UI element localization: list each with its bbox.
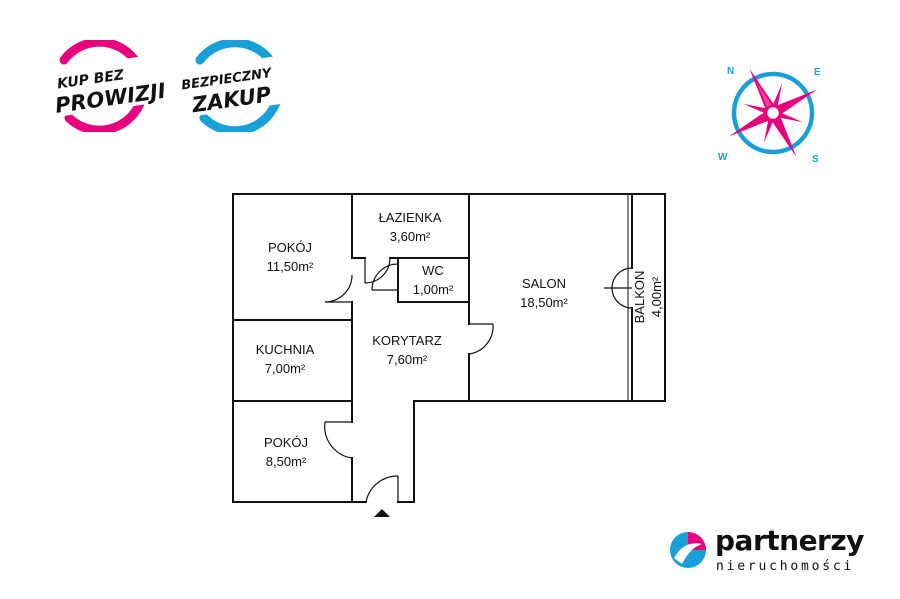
room-area-lazienka: 3,60m²: [390, 229, 431, 244]
compass-s-label: S: [812, 154, 819, 165]
room-label-lazienka: ŁAZIENKA: [379, 210, 442, 225]
room-label-wc: WC: [422, 263, 444, 278]
compass-w-label: W: [718, 152, 728, 163]
room-area-pokoj2: 8,50m²: [266, 454, 307, 469]
room-area-wc: 1,00m²: [413, 282, 454, 297]
compass-n-label: N: [727, 66, 734, 77]
room-label-kuchnia: KUCHNIA: [256, 342, 315, 357]
compass-star: [728, 68, 818, 158]
room-area-pokoj1: 11,50m²: [267, 259, 314, 274]
logo-swoosh: [674, 543, 702, 564]
wall-right: [413, 193, 666, 503]
room-label-pokoj2: POKÓJ: [264, 435, 308, 450]
entrance-marker: [374, 509, 390, 517]
room-area-kuchnia: 7,00m²: [265, 361, 306, 376]
logo-subtitle: nieruchomości: [716, 559, 855, 574]
compass-ring: [731, 71, 815, 155]
room-area-salon: 18,50m²: [520, 295, 568, 310]
bezpieczny-zakup-badge: BEZPIECZNY ZAKUP: [177, 40, 293, 132]
room-label-pokoj1: POKÓJ: [268, 240, 312, 255]
room-area-korytarz: 7,60m²: [387, 352, 428, 367]
compass-rose: N E S W: [718, 66, 821, 165]
wall-wc: [397, 257, 470, 303]
room-label-salon: SALON: [522, 276, 566, 291]
partnerzy-logo-mark: [670, 532, 706, 568]
compass-center: [764, 104, 782, 122]
compass-e-label: E: [814, 67, 821, 78]
room-label-korytarz: KORYTARZ: [372, 333, 442, 348]
badge-mask: [47, 55, 157, 118]
wall-left-bottom: [232, 193, 353, 503]
logo-name: partnerzy: [715, 524, 864, 557]
room-area-balkon: 4,00m²: [649, 276, 664, 317]
badge-mask: [177, 54, 293, 118]
kup-bez-prowizji-badge: KUP BEZ PROWIZJI: [47, 40, 164, 132]
room-label-balkon: BALKON: [632, 271, 647, 324]
